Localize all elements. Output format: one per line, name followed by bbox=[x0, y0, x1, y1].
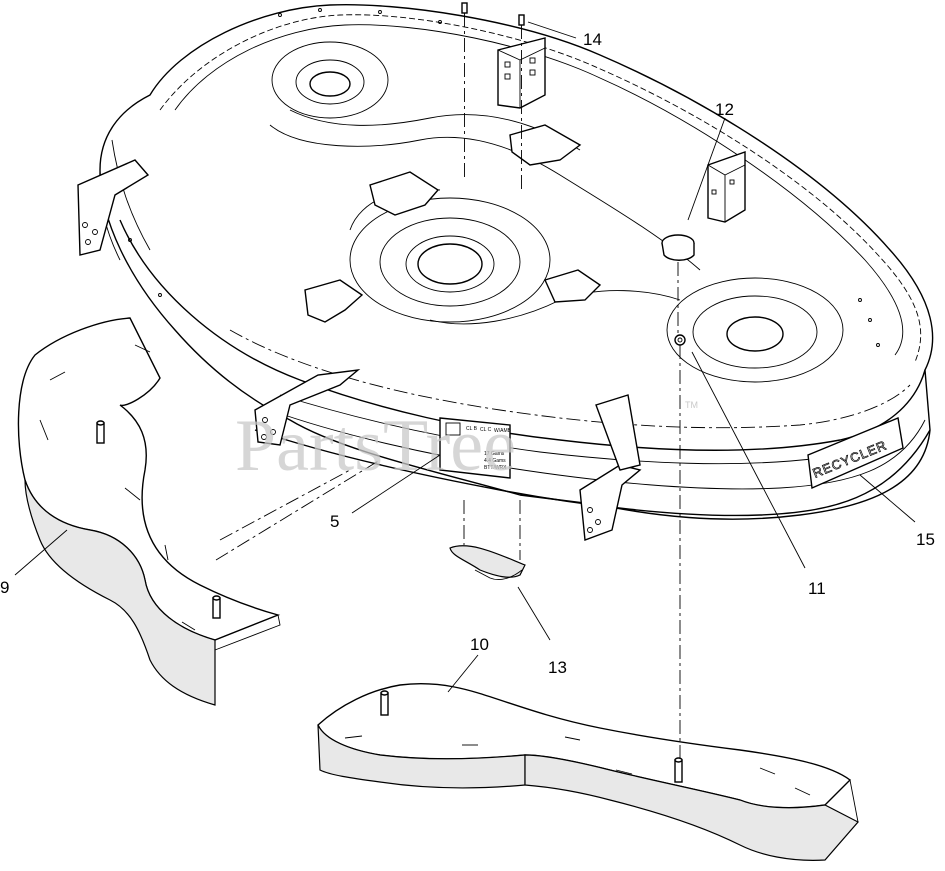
watermark-tm: TM bbox=[685, 400, 698, 410]
leader-12 bbox=[687, 117, 726, 221]
part-14-bracket bbox=[461, 2, 546, 190]
watermark: PartsTree TM bbox=[235, 400, 698, 487]
mount-bracket-left-rear bbox=[77, 159, 150, 256]
part-9-left-baffle bbox=[17, 317, 281, 706]
callout-13: 13 bbox=[548, 658, 567, 677]
height-knob bbox=[661, 234, 695, 261]
decal-line-5: 4.4 Gams bbox=[484, 458, 506, 464]
rim-holes bbox=[128, 8, 880, 347]
leader-5 bbox=[351, 454, 441, 514]
leader-9 bbox=[14, 529, 68, 576]
decal-line-6: BTT/WRX bbox=[484, 465, 507, 471]
spindle-housing-right bbox=[666, 277, 844, 383]
callout-10: 10 bbox=[470, 635, 489, 654]
callout-9: 9 bbox=[0, 578, 9, 597]
decal-line-3: W/AMB bbox=[494, 428, 512, 434]
leader-13 bbox=[517, 586, 551, 641]
part-12-bracket bbox=[707, 151, 746, 223]
mount-bracket-right-front bbox=[579, 394, 642, 541]
leader-15 bbox=[859, 474, 916, 523]
callout-labels: 14 12 11 15 5 9 13 10 bbox=[0, 30, 935, 677]
spindle-housing-center bbox=[349, 197, 551, 323]
callout-11: 11 bbox=[808, 579, 826, 598]
decal-line-2: CL C bbox=[480, 427, 492, 433]
mount-bracket-left-front bbox=[254, 369, 361, 446]
leader-10 bbox=[447, 654, 479, 693]
decal-line-4: 17 Gams bbox=[484, 451, 505, 457]
callout-12: 12 bbox=[715, 100, 734, 119]
decal-line-1: CL B bbox=[466, 426, 478, 432]
spindle-housing-left bbox=[271, 41, 389, 119]
callout-14: 14 bbox=[583, 30, 602, 49]
mount-bracket-left-mid bbox=[304, 279, 364, 323]
leader-11 bbox=[691, 351, 806, 569]
callout-15: 15 bbox=[916, 530, 935, 549]
callout-leaders bbox=[14, 21, 916, 693]
callout-5: 5 bbox=[330, 512, 339, 531]
part-5-decal: CL B CL C W/AMB 17 Gams 4.4 Gams BTT/WRX bbox=[439, 417, 512, 479]
part-10-front-baffle bbox=[317, 682, 859, 861]
watermark-text: PartsTree bbox=[235, 405, 516, 487]
part-13-plug bbox=[449, 500, 526, 581]
assembly-lines bbox=[215, 262, 681, 760]
leader-14 bbox=[527, 21, 577, 39]
